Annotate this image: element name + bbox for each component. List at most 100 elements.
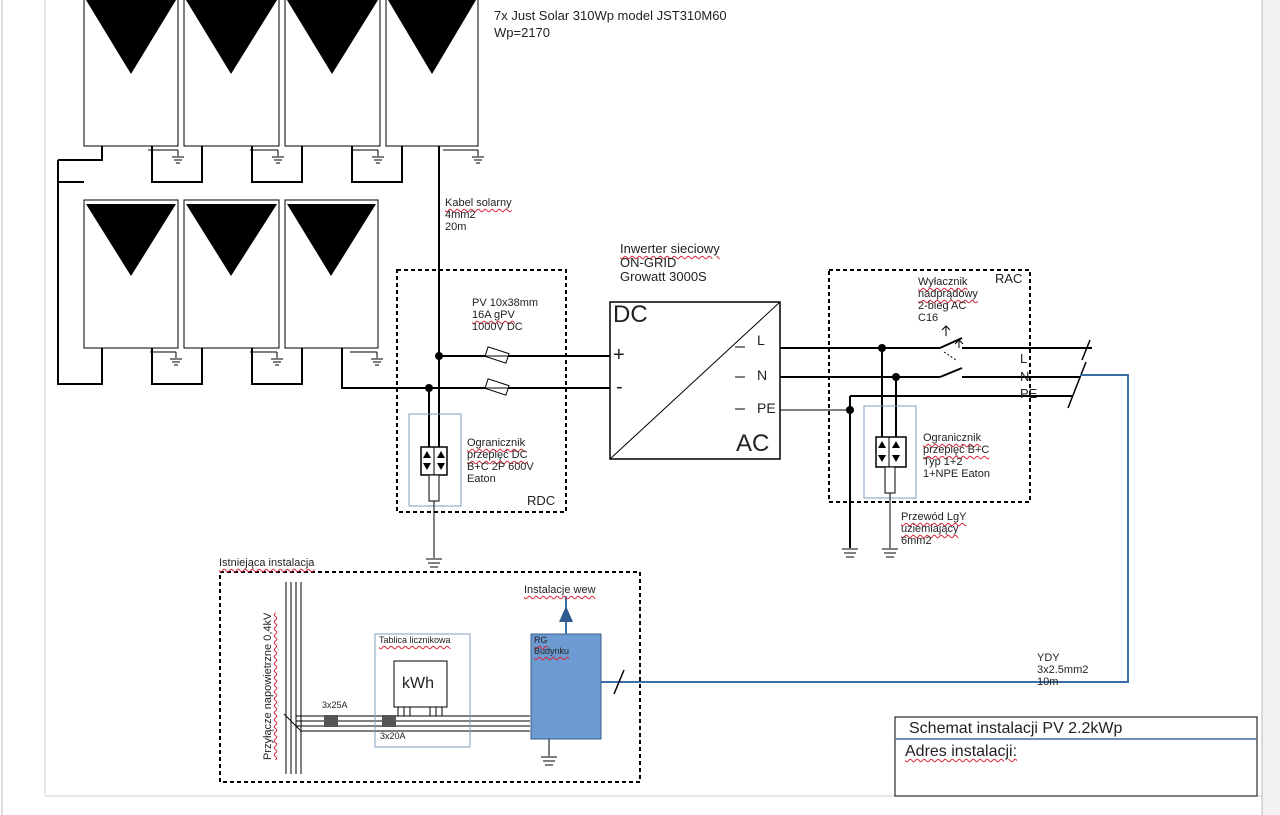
pv-module-symbol-icon (186, 0, 277, 74)
inverter-line1: Inwerter sieciowy (620, 241, 720, 256)
inverter-pe-label: PE (757, 400, 776, 416)
inverter-label: Inwerter sieciowy ON-GRID Growatt 3000S (620, 241, 720, 285)
pv-module-2 (183, 0, 280, 147)
ground-icon (426, 558, 442, 568)
module-ground-icons (148, 149, 484, 366)
breaker-label: Wyłacznik nadprądowy 2-bieg AC C16 (918, 276, 978, 325)
title-block-address: Adres instalacji: (905, 743, 1018, 760)
ac-spd-label: Ogranicznik przepięć B+C Typ 1+2 1+NPE E… (923, 432, 990, 481)
breaker-line2: nadprądowy (918, 287, 978, 300)
breaker-line1: Wyłacznik (918, 276, 968, 288)
ground-icon (148, 149, 184, 164)
pv-module-symbol-icon (186, 204, 277, 276)
main-fuse-label: 3x25A (322, 700, 348, 710)
inverter-plus-label: + (613, 344, 625, 366)
dc-fuse-icon (484, 346, 510, 396)
ac-lines (780, 347, 1092, 548)
pv-array (83, 0, 479, 349)
overhead-connection-label: Przyłącze napowietrzne 0,4kV (262, 612, 274, 760)
pv-module-4 (385, 0, 479, 147)
modules-power: Wp=2170 (494, 25, 551, 40)
dc-lines (342, 355, 610, 447)
ac-cable-line3: 10m (1037, 675, 1059, 688)
rac-label: RAC (995, 271, 1023, 286)
meter-board-frame (374, 633, 471, 748)
arrow-up-icon (559, 606, 573, 622)
pv-module-5 (83, 199, 179, 349)
solar-cable-line2: 4mm2 (445, 208, 476, 221)
ac-spd-icon (875, 436, 907, 548)
solar-cable-label: Kabel solarny 4mm2 20m (445, 197, 512, 234)
fuse-label: PV 10x38mm 16A gPV 1000V DC (472, 297, 539, 334)
grid-n-label: N (1020, 369, 1030, 384)
ground-icon (541, 756, 557, 766)
ac-spd-line1: Ogranicznik (923, 432, 982, 444)
breaker-line4: C16 (918, 311, 939, 324)
pv-module-1 (83, 0, 179, 147)
meter-fuse-icon (382, 715, 396, 727)
ac-cable-label: YDY 3x2.5mm2 10m (1037, 652, 1089, 689)
ground-icon (842, 548, 858, 558)
pv-module-3 (284, 0, 381, 147)
pv-module-symbol-icon (86, 0, 176, 74)
pv-module-7 (284, 199, 379, 349)
pv-module-symbol-icon (86, 204, 176, 276)
ac-cable-ydy (600, 374, 1129, 683)
pv-module-symbol-icon (287, 0, 378, 74)
breaker-icon (941, 325, 964, 361)
ground-icon (250, 351, 283, 366)
earthing-line1: Przewód LgY (901, 511, 967, 523)
modules-title: 7x Just Solar 310Wp model JST310M60 (494, 8, 727, 23)
ground-icon (443, 149, 484, 164)
existing-installation-box (219, 571, 641, 783)
existing-installation-title: Istniejąca instalacja (219, 557, 315, 569)
rdc-box (396, 269, 567, 513)
solar-cable-line3: 20m (445, 220, 467, 233)
rg-label-line1: RG (534, 635, 548, 645)
earthing-line2: uziemiający (901, 522, 959, 535)
ac-spd-line4: 1+NPE Eaton (923, 467, 990, 480)
ground-icon (150, 351, 182, 366)
breaker-line3: 2-bieg AC (918, 299, 967, 312)
inverter-l-label: L (757, 332, 765, 348)
earthing-cable-label: Przewód LgY uziemiający 6mm2 (901, 511, 967, 548)
pv-module-symbol-icon (388, 0, 476, 74)
fuse-line1: PV 10x38mm (472, 297, 539, 309)
dc-spd-line3: B+C 2P 600V (467, 460, 534, 473)
main-fuse-icon (324, 715, 338, 727)
meter-fuse-label: 3x20A (380, 731, 406, 741)
ac-spd-line3: Typ 1+2 (923, 455, 963, 468)
ac-cable-line2: 3x2.5mm2 (1037, 663, 1089, 676)
internal-installation-label: Instalacje wew (524, 584, 596, 596)
kwh-meter (393, 660, 448, 708)
ac-cable-line1: YDY (1037, 652, 1060, 664)
ground-icon (350, 351, 383, 366)
inverter-n-label: N (757, 367, 768, 383)
inverter-ac-label: AC (736, 430, 770, 457)
title-block (894, 716, 1258, 797)
inverter-dc-label: DC (613, 301, 648, 328)
title-block-title: Schemat instalacji PV 2.2kWp (909, 720, 1123, 737)
dc-spd-line1: Ogranicznik (467, 437, 526, 449)
fuse-line2: 16A gPV (472, 308, 515, 321)
kwh-label: kWh (402, 675, 434, 692)
rac-box (828, 269, 1031, 503)
dc-spd-label: Ogranicznik przepięć DC B+C 2P 600V Eato… (467, 437, 534, 486)
ac-spd-line2: przepięć B+C (923, 443, 990, 456)
inverter-line3: Growatt 3000S (620, 269, 707, 285)
pv-module-symbol-icon (287, 204, 376, 276)
ground-icon (250, 149, 284, 164)
ground-icon (352, 149, 384, 164)
dc-spd-frame (408, 413, 462, 507)
dc-spd-line4: Eaton (467, 472, 496, 485)
overhead-connection-lines (283, 582, 302, 774)
rdc-label: RDC (527, 493, 556, 508)
pv-module-6 (183, 199, 280, 349)
dc-spd-icon (420, 446, 448, 558)
dc-spd-line2: przepięć DC (467, 448, 528, 461)
solar-cable-line1: Kabel solarny (445, 197, 512, 209)
inverter-minus-label: - (616, 376, 623, 398)
earthing-line3: 6mm2 (901, 534, 932, 547)
rg-label-line2: Budynku (534, 646, 570, 656)
